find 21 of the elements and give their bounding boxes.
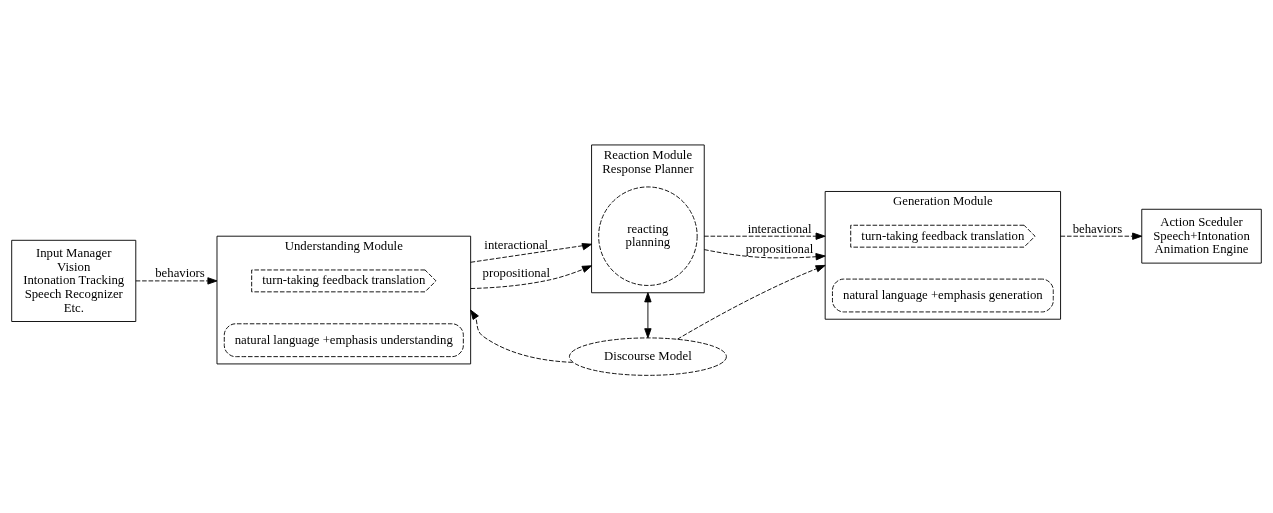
node-box: Input Manager Vision Intonation Tracking Speech Recognizer Etc. (11, 239, 137, 322)
arrow (470, 309, 574, 363)
node-ellipse: Discourse Model (568, 337, 727, 376)
node-box: natural language +emphasis understanding (223, 323, 464, 358)
edge-label: interactional (484, 238, 549, 253)
arrow (1060, 232, 1143, 240)
node-box: Action Sceduler Speech+Intonation Animation Engine (1141, 208, 1262, 264)
arrow (644, 292, 652, 339)
arrow (677, 264, 826, 340)
arrow (703, 249, 826, 261)
edge-label: behaviors (1072, 221, 1123, 236)
arrow (135, 277, 218, 285)
edge-label: behaviors (155, 266, 205, 281)
edge-label: propositional (745, 241, 814, 256)
node-box: natural language +emphasis generation (832, 278, 1054, 313)
arrow (470, 243, 593, 263)
edge-label: propositional (482, 265, 550, 280)
arrow (470, 265, 593, 289)
node-circle: reacting planning (598, 186, 698, 286)
edge-label: interactional (747, 221, 812, 236)
arrow (703, 232, 826, 240)
